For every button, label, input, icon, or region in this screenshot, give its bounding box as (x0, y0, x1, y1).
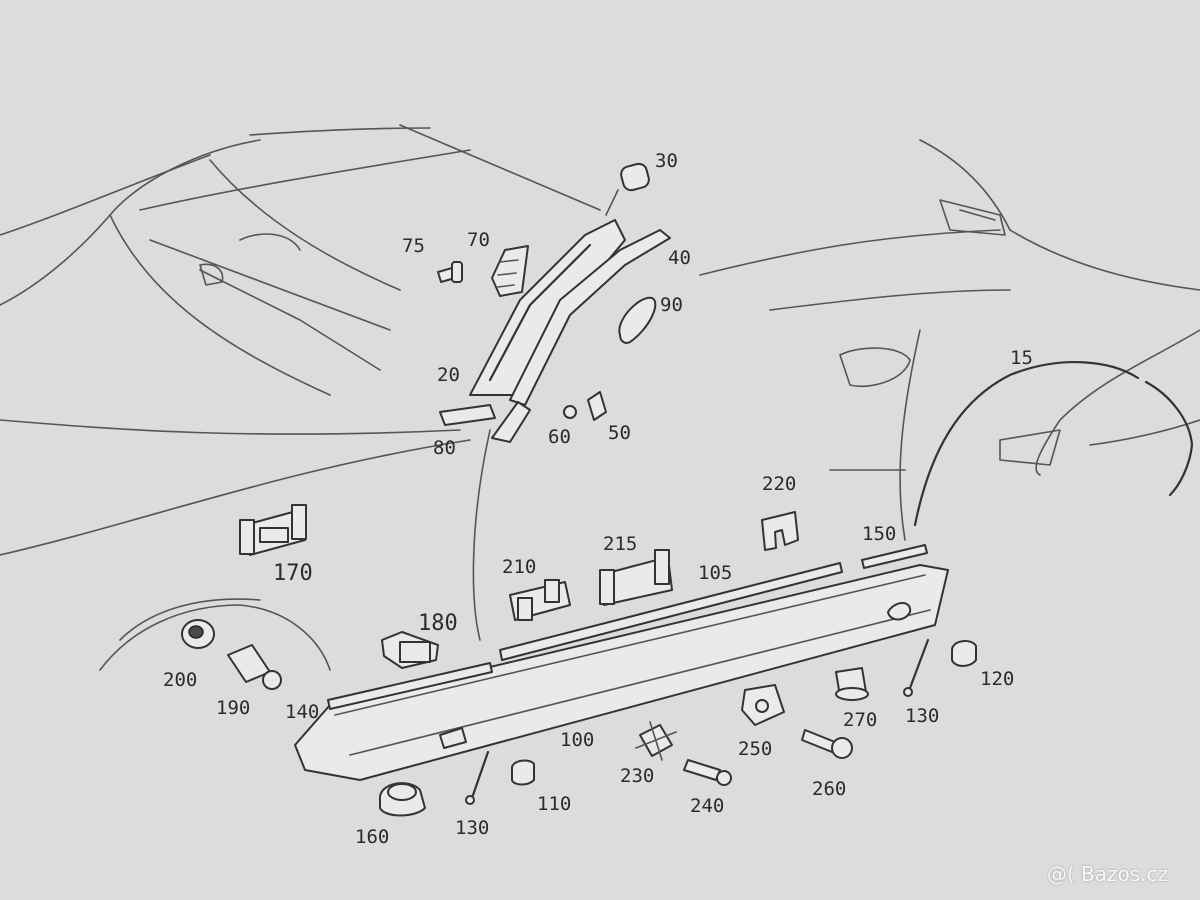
callout-100: 100 (560, 729, 594, 751)
callout-110: 110 (537, 793, 571, 815)
callout-170: 170 (273, 561, 313, 586)
molding-strip-150 (861, 544, 928, 569)
screw-260 (801, 729, 853, 759)
callout-20: 20 (437, 364, 460, 386)
callout-60: 60 (548, 426, 571, 448)
molding-strip-140 (327, 662, 493, 710)
callout-70: 70 (467, 229, 490, 251)
callout-240: 240 (690, 795, 724, 817)
clip-70 (491, 245, 529, 297)
part-callouts: 15 20 30 40 50 60 70 75 80 90 100 105 11… (163, 150, 1033, 848)
pin-75 (437, 261, 463, 283)
callout-50: 50 (608, 422, 631, 444)
callout-260: 260 (812, 778, 846, 800)
callout-160: 160 (355, 826, 389, 848)
clip-50 (587, 391, 607, 421)
callout-40: 40 (668, 247, 691, 269)
clip-190 (227, 644, 282, 690)
callout-220: 220 (762, 473, 796, 495)
callout-150: 150 (862, 523, 896, 545)
callout-105: 105 (698, 562, 732, 584)
clip-60 (563, 405, 577, 419)
callout-80: 80 (433, 437, 456, 459)
clip-210 (509, 579, 571, 621)
clip-30 (620, 162, 650, 192)
rivet-240 (683, 759, 732, 786)
clip-110 (511, 759, 535, 786)
clip-170 (239, 504, 307, 556)
callout-190: 190 (216, 697, 250, 719)
car-body-outline (0, 124, 1200, 671)
callout-15: 15 (1010, 347, 1033, 369)
rocker-panel-100 (294, 564, 949, 781)
clip-80 (439, 404, 496, 426)
seal-90 (618, 296, 657, 344)
cap-120 (951, 640, 977, 667)
callout-180: 180 (418, 611, 458, 636)
callout-270: 270 (843, 709, 877, 731)
callout-210: 210 (502, 556, 536, 578)
callout-140: 140 (285, 701, 319, 723)
callout-30: 30 (655, 150, 678, 172)
callout-120: 120 (980, 668, 1014, 690)
callout-130-lower: 130 (455, 817, 489, 839)
wheel-arch-molding-15 (913, 361, 1194, 527)
nut-250 (741, 684, 785, 726)
callout-130-right: 130 (905, 705, 939, 727)
clip-180 (381, 631, 439, 669)
callout-200: 200 (163, 669, 197, 691)
callout-230: 230 (620, 765, 654, 787)
clip-215 (599, 549, 673, 606)
clip-270 (835, 667, 869, 701)
strap-130-right (903, 638, 930, 697)
pillar-lower-clip (491, 401, 531, 443)
clip-220 (761, 511, 799, 551)
grommet-200 (181, 619, 215, 649)
callout-75: 75 (402, 235, 425, 257)
callout-215: 215 (603, 533, 637, 555)
callout-90: 90 (660, 294, 683, 316)
callout-250: 250 (738, 738, 772, 760)
molding-strip-105 (499, 562, 843, 661)
plug-160 (378, 782, 426, 817)
strap-130-lower (465, 750, 490, 805)
pillar-molding-40 (509, 229, 671, 406)
watermark-text: @( Bazos.cz (1046, 862, 1168, 886)
clip-230 (635, 721, 677, 761)
